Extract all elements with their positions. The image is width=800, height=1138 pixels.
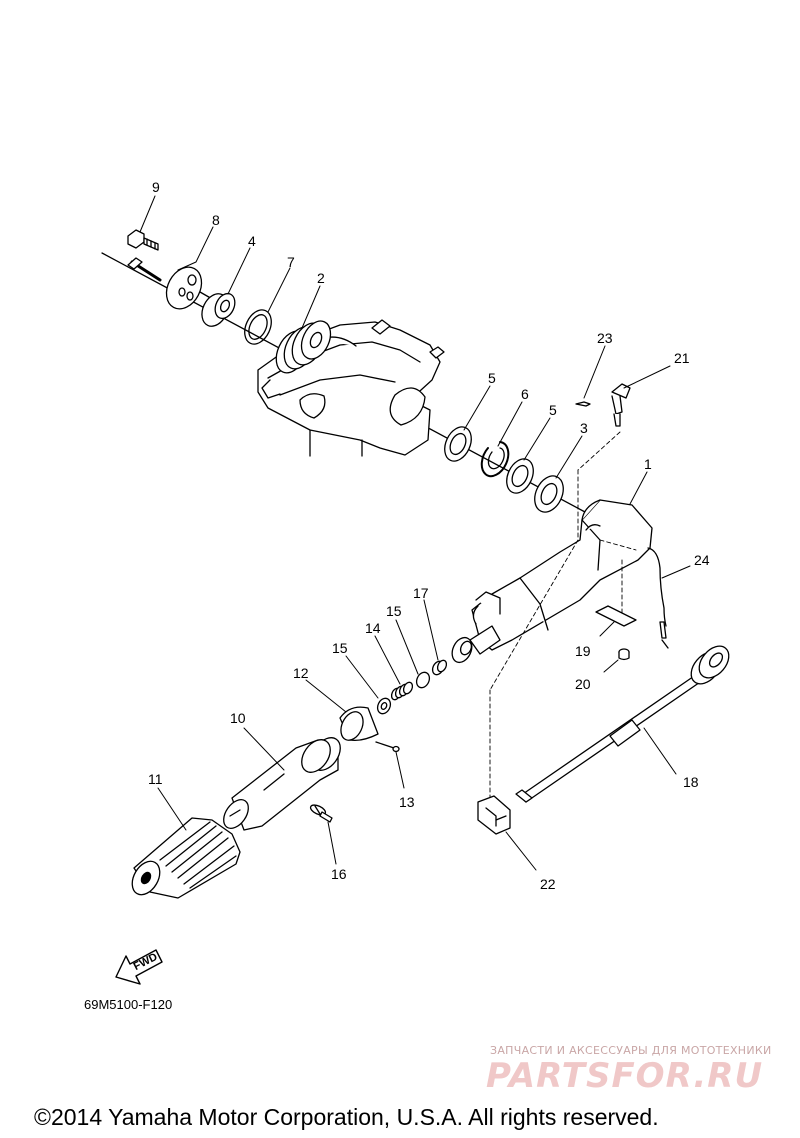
part-3-washer (534, 475, 564, 513)
part-17-bushing (431, 659, 448, 676)
label-part-10: 10 (230, 710, 246, 726)
leader-lines (139, 195, 691, 871)
part-21-fitting (611, 383, 631, 427)
watermark-subtitle: ЗАПЧАСТИ И АКСЕССУАРЫ ДЛЯ МОТОТЕХНИКИ (490, 1044, 772, 1057)
label-part-21: 21 (674, 350, 690, 366)
label-part-6: 6 (521, 386, 529, 402)
label-part-20: 20 (575, 676, 591, 692)
copyright-notice: ©2014 Yamaha Motor Corporation, U.S.A. A… (34, 1104, 659, 1130)
label-part-24: 24 (694, 552, 710, 568)
part-5-washer-b (506, 458, 534, 494)
label-part-13: 13 (399, 794, 415, 810)
label-part-11: 11 (148, 771, 163, 787)
label-part-16: 16 (331, 866, 347, 882)
part-15-washer-a (415, 671, 431, 689)
part-23-pin (575, 401, 591, 407)
part-19-plate (595, 605, 637, 627)
label-part-12: 12 (293, 665, 309, 681)
part-4-grommet (201, 292, 236, 327)
label-part-18: 18 (683, 774, 699, 790)
label-part-17: 17 (413, 585, 429, 601)
part-9-bolt (127, 229, 159, 251)
label-part-19: 19 (575, 643, 591, 659)
part-8-plate (165, 266, 221, 310)
part-2-bellows (275, 320, 332, 374)
label-part-22: 22 (540, 876, 556, 892)
diagram-code: 69M5100-F120 (84, 997, 173, 1012)
part-13-pin (375, 741, 400, 753)
label-part-8: 8 (212, 212, 220, 228)
assembly-guide-lines (489, 431, 637, 801)
part-11-grip (131, 817, 241, 899)
label-part-7: 7 (287, 254, 295, 270)
part-1-handle-body (451, 499, 653, 664)
part-7-oring (244, 309, 272, 345)
part-14-spring (390, 681, 414, 701)
watermark-logo: PARTSFOR.RU (486, 1056, 764, 1096)
label-part-23: 23 (597, 330, 613, 346)
part-10-throttle-tube (223, 737, 341, 831)
label-part-3: 3 (580, 420, 588, 436)
label-part-4: 4 (248, 233, 256, 249)
part-6-snap-ring (480, 441, 510, 478)
label-part-15-a: 15 (386, 603, 402, 619)
label-part-1: 1 (644, 456, 652, 472)
label-part-14: 14 (365, 620, 381, 636)
part-24-wire (647, 547, 669, 649)
part-22-clip (477, 795, 511, 835)
fwd-arrow (115, 949, 163, 985)
part-5-washer-a (444, 426, 472, 462)
label-part-15-b: 15 (332, 640, 348, 656)
part-18-shaft (515, 645, 730, 803)
part-20-screw (618, 648, 630, 661)
part-15-washer-b (376, 697, 392, 715)
label-part-2: 2 (317, 270, 325, 286)
label-part-5-a: 5 (488, 370, 496, 386)
part-16-screw (309, 804, 333, 823)
part-12-collar (339, 706, 379, 742)
label-part-5-b: 5 (549, 402, 557, 418)
label-part-9: 9 (152, 179, 160, 195)
